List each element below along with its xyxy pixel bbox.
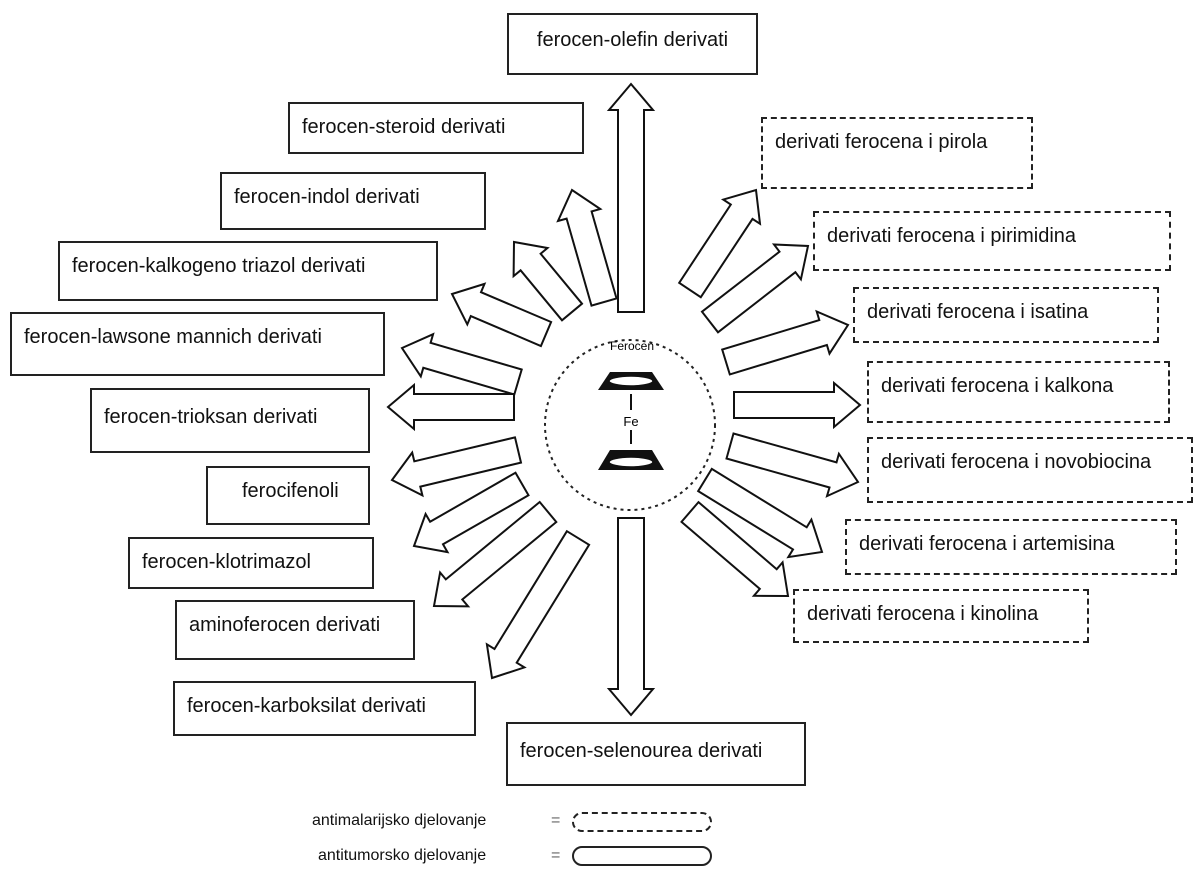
arrow-to-novobiocina [725, 432, 860, 498]
legend-antitumor-label: antitumorsko djelovanje [318, 847, 487, 864]
box-kinolina: derivati ferocena i kinolina [793, 589, 1089, 643]
ferrocene-circle [544, 339, 716, 511]
box-selenourea: ferocen-selenourea derivati [506, 722, 806, 786]
arrow-to-pirola [677, 188, 762, 299]
ferrocene-label: Ferocen [610, 339, 654, 353]
legend-antitumor-equals: = [551, 847, 561, 864]
box-ferocifenoli-label: ferocifenoli [242, 480, 339, 502]
box-artemisina: derivati ferocena i artemisina [845, 519, 1177, 575]
box-novobiocina-label: derivati ferocena i novobiocina [881, 451, 1152, 473]
box-kalkogeno-label: ferocen-kalkogeno triazol derivati [72, 255, 366, 277]
box-lawsone-label: ferocen-lawsone mannich derivati [24, 326, 322, 348]
arrow-to-karboksilat [485, 529, 591, 680]
arrow-to-artemisina [696, 467, 824, 559]
arrow-to-ferocifenoli [390, 436, 523, 498]
iron-label: Fe [623, 414, 638, 429]
legend-dashed-swatch [572, 812, 712, 832]
box-steroid: ferocen-steroid derivati [288, 102, 584, 154]
legend-antimalarial-equals: = [551, 812, 561, 829]
box-pirimidina: derivati ferocena i pirimidina [813, 211, 1171, 271]
cyclopentadienyl-top-icon [598, 372, 664, 390]
box-olefin-label: ferocen-olefin derivati [536, 29, 729, 51]
arrow-to-kalkona [733, 380, 862, 430]
box-klotrimazol-label: ferocen-klotrimazol [142, 551, 311, 573]
box-lawsone: ferocen-lawsone mannich derivati [10, 312, 385, 376]
arrow-to-lawsone [400, 332, 523, 396]
box-aminoferocen-label: aminoferocen derivati [189, 614, 381, 636]
arrow-to-pirimidina [700, 243, 810, 334]
box-karboksilat-label: ferocen-karboksilat derivati [187, 695, 426, 717]
box-kalkona: derivati ferocena i kalkona [867, 361, 1170, 423]
box-aminoferocen: aminoferocen derivati [175, 600, 415, 660]
box-pirimidina-label: derivati ferocena i pirimidina [827, 225, 1077, 247]
arrow-to-isatina [720, 309, 850, 376]
arrow-to-kalkogeno [450, 282, 553, 348]
box-pirola-label: derivati ferocena i pirola [775, 131, 988, 153]
box-indol: ferocen-indol derivati [220, 172, 486, 230]
arrow-to-steroid [556, 188, 618, 307]
box-ferocifenoli: ferocifenoli [206, 466, 370, 525]
box-pirola: derivati ferocena i pirola [761, 117, 1033, 189]
box-novobiocina: derivati ferocena i novobiocina [867, 437, 1193, 503]
box-klotrimazol: ferocen-klotrimazol [128, 537, 374, 589]
arrow-to-olefin [606, 82, 656, 313]
arrow-to-aminoferocen [432, 500, 558, 608]
arrow-to-trioksan [386, 382, 515, 432]
box-kalkogeno: ferocen-kalkogeno triazol derivati [58, 241, 438, 301]
box-kinolina-label: derivati ferocena i kinolina [807, 603, 1039, 625]
arrow-to-indol [512, 240, 584, 322]
box-trioksan-label: ferocen-trioksan derivati [104, 406, 318, 428]
box-indol-label: ferocen-indol derivati [234, 186, 420, 208]
box-steroid-label: ferocen-steroid derivati [302, 116, 506, 138]
box-isatina-label: derivati ferocena i isatina [867, 301, 1089, 323]
box-olefin: ferocen-olefin derivati [507, 13, 758, 75]
arrow-to-klotrimazol [412, 471, 530, 554]
box-karboksilat: ferocen-karboksilat derivati [173, 681, 476, 736]
box-selenourea-label: ferocen-selenourea derivati [520, 740, 763, 762]
cyclopentadienyl-bottom-icon [598, 450, 664, 470]
arrow-to-kinolina [680, 500, 790, 598]
box-kalkona-label: derivati ferocena i kalkona [881, 375, 1114, 397]
box-artemisina-label: derivati ferocena i artemisina [859, 533, 1115, 555]
box-isatina: derivati ferocena i isatina [853, 287, 1159, 343]
box-trioksan: ferocen-trioksan derivati [90, 388, 370, 453]
legend-antimalarial-label: antimalarijsko djelovanje [312, 812, 487, 829]
legend-solid-swatch [572, 846, 712, 866]
arrow-to-selenourea [606, 517, 656, 717]
